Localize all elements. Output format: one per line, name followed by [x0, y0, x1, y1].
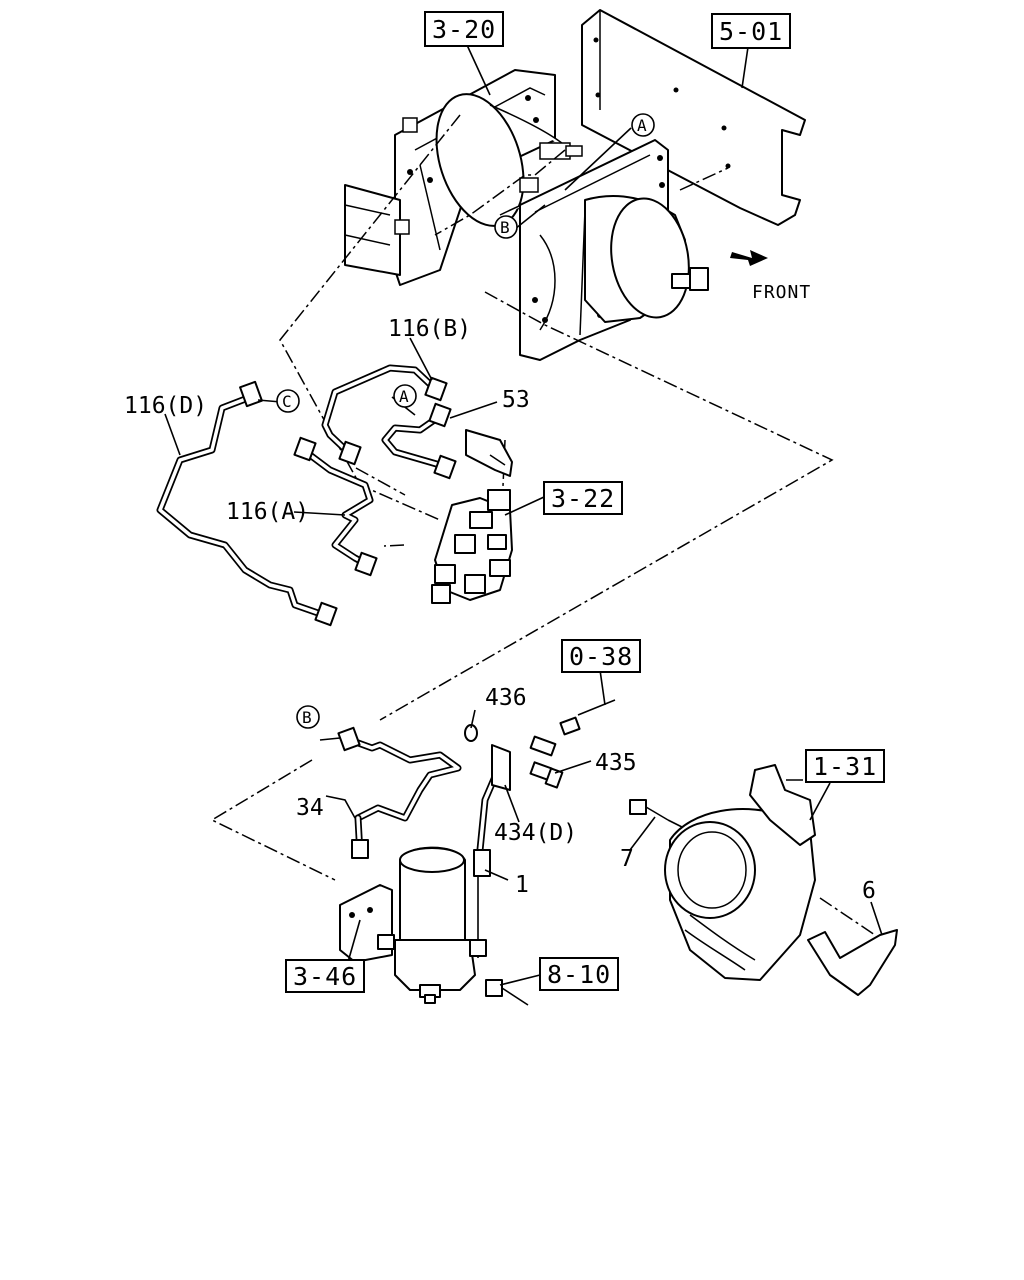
marker-c-label: C [282, 392, 292, 411]
ref-box-3-22[interactable]: 3-22 [543, 481, 623, 515]
pipe-116-b [321, 364, 448, 466]
marker-a-top: A [631, 113, 655, 137]
pipe-53 [381, 402, 457, 480]
air-dryer [339, 846, 529, 1006]
label-34: 34 [296, 795, 324, 821]
ref-box-8-10-label: 8-10 [547, 960, 611, 989]
ref-box-3-22-label: 3-22 [551, 484, 615, 513]
bracket-6 [807, 929, 898, 996]
marker-b-bottom-label: B [302, 708, 312, 727]
frame-rail [581, 9, 806, 226]
ref-box-5-01-label: 5-01 [719, 17, 783, 46]
ref-box-3-46-label: 3-46 [293, 962, 357, 991]
front-arrow-icon [730, 250, 768, 266]
pipe-116-d [156, 380, 338, 627]
ref-box-3-46[interactable]: 3-46 [285, 959, 365, 993]
marker-a-top-label: A [637, 116, 647, 135]
label-1: 1 [515, 872, 529, 898]
bolt-7 [629, 799, 683, 828]
label-436: 436 [485, 685, 527, 711]
marker-b-top: B [494, 215, 518, 239]
front-label: FRONT [752, 282, 811, 303]
label-6: 6 [862, 878, 876, 904]
label-116-a: 116(A) [226, 499, 309, 525]
sensor-lead [473, 744, 511, 958]
marker-b-top-label: B [500, 218, 510, 237]
front-tank [519, 177, 709, 323]
top-pipe-fitting [539, 142, 583, 160]
marker-a-mid: A [393, 384, 417, 408]
label-7: 7 [620, 846, 634, 872]
marker-a-mid-label: A [399, 387, 409, 406]
label-435: 435 [595, 750, 637, 776]
ref-box-8-10[interactable]: 8-10 [539, 957, 619, 991]
pipe-34 [337, 726, 462, 859]
ref-box-1-31-label: 1-31 [813, 752, 877, 781]
ref-box-3-20[interactable]: 3-20 [424, 11, 504, 47]
label-434-d: 434(D) [494, 820, 577, 846]
silencer [664, 764, 816, 981]
label-116-b: 116(B) [388, 316, 471, 342]
marker-b-bottom: B [296, 705, 320, 729]
valve-block [431, 489, 513, 604]
wire-0-38 [577, 669, 616, 716]
ref-box-0-38[interactable]: 0-38 [561, 639, 641, 673]
bolt-435 [529, 716, 581, 789]
ref-box-3-20-label: 3-20 [432, 15, 496, 44]
ref-box-5-01[interactable]: 5-01 [711, 13, 791, 49]
pipe-clip [465, 429, 513, 477]
marker-c: C [276, 389, 300, 413]
label-116-d: 116(D) [124, 393, 207, 419]
label-53: 53 [502, 387, 530, 413]
ref-box-1-31[interactable]: 1-31 [805, 749, 885, 783]
ref-box-0-38-label: 0-38 [569, 642, 633, 671]
